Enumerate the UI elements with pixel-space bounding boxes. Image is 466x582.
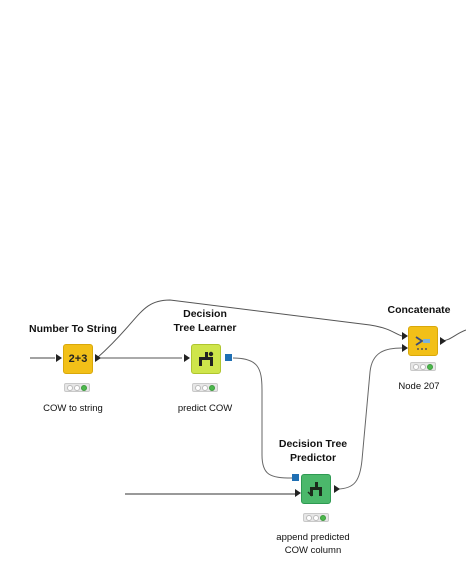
status-light-red — [412, 363, 419, 370]
input-port-2[interactable] — [402, 344, 408, 352]
status-traffic-light — [410, 362, 436, 371]
input-port[interactable] — [184, 354, 190, 362]
node-title-line1: Decision Tree — [278, 438, 348, 450]
input-port[interactable] — [295, 489, 301, 497]
node-description-line1[interactable]: append predicted — [276, 532, 350, 543]
node-description[interactable]: predict COW — [177, 403, 233, 414]
node-number-to-string[interactable]: Number To String 2+3 COW to string — [18, 320, 128, 420]
status-light-green — [81, 384, 88, 391]
concatenate-icon — [415, 336, 430, 350]
output-port[interactable] — [95, 354, 101, 362]
model-input-port[interactable] — [292, 474, 299, 481]
status-light-red — [194, 384, 201, 391]
number-to-string-icon: 2+3 — [68, 353, 88, 365]
node-concatenate[interactable]: Concatenate Node 207 — [364, 300, 466, 400]
status-light-red — [305, 514, 312, 521]
node-title: Concatenate — [387, 304, 451, 316]
status-light-yellow — [201, 384, 208, 391]
node-body[interactable] — [408, 326, 438, 356]
node-body[interactable]: 2+3 — [63, 344, 93, 374]
status-light-yellow — [419, 363, 426, 370]
connection-wire — [336, 347, 403, 490]
status-traffic-light — [303, 513, 329, 522]
connection-wire — [232, 357, 293, 479]
node-description[interactable]: COW to string — [43, 403, 103, 414]
connection-wire — [96, 299, 403, 359]
node-body[interactable] — [191, 344, 221, 374]
input-port[interactable] — [56, 354, 62, 362]
status-light-yellow — [73, 384, 80, 391]
status-light-red — [66, 384, 73, 391]
node-description-line2[interactable]: COW column — [284, 545, 342, 556]
node-decision-tree-learner[interactable]: Decision Tree Learner predict COW — [150, 306, 260, 421]
node-description[interactable]: Node 207 — [398, 381, 440, 392]
node-title: Number To String — [29, 323, 117, 335]
output-port[interactable] — [334, 485, 340, 493]
output-port[interactable] — [440, 337, 446, 345]
model-output-port[interactable] — [225, 354, 232, 361]
node-title-line2: Tree Learner — [173, 322, 237, 334]
status-traffic-light — [192, 383, 218, 392]
tree-predictor-icon — [307, 482, 322, 497]
input-port-1[interactable] — [402, 332, 408, 340]
node-title-line2: Predictor — [289, 452, 337, 464]
status-light-yellow — [312, 514, 319, 521]
node-decision-tree-predictor[interactable]: Decision Tree Predictor append predicted… — [258, 436, 368, 566]
node-title-line1: Decision — [183, 308, 227, 320]
tree-learner-icon — [199, 351, 214, 366]
status-light-green — [427, 363, 434, 370]
status-light-green — [320, 514, 327, 521]
node-body[interactable] — [301, 474, 331, 504]
status-light-green — [209, 384, 216, 391]
status-traffic-light — [64, 383, 90, 392]
